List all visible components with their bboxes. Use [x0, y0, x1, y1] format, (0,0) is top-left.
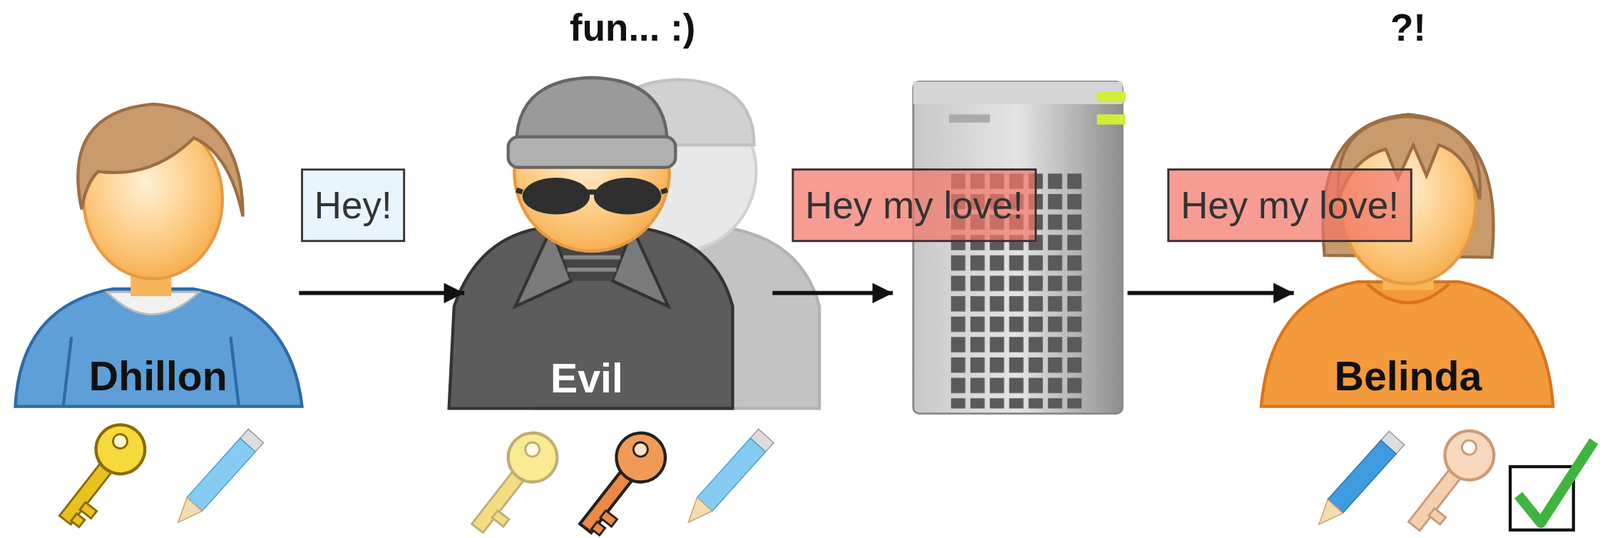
check-box-part: [1518, 440, 1595, 522]
key-icon-part: [86, 414, 155, 483]
person-name: Dhillon: [14, 352, 301, 400]
person-figure-part: [563, 257, 621, 270]
person-figure-part: [1367, 283, 1449, 303]
key-icon: [1394, 420, 1504, 538]
mood-label: fun... :): [464, 4, 801, 53]
person-figure-part: [77, 104, 243, 217]
pencil-icon: [680, 428, 774, 529]
check-box: [1510, 440, 1594, 530]
person-node: ?!Belinda: [1294, 101, 1554, 408]
server-node: [892, 81, 1128, 413]
person-node: fun... :)Evil: [464, 76, 773, 413]
pencil-icon-part: [186, 437, 256, 511]
server-figure-part: [949, 114, 990, 122]
pencil-icon-part: [170, 496, 202, 530]
key-icon-part: [606, 422, 676, 492]
person-figure-part: [14, 288, 302, 407]
pencil-icon: [170, 428, 264, 529]
pencil-icon-part: [1311, 499, 1343, 532]
server-figure-part: [913, 81, 1123, 413]
forged-message: Hey my love!: [1167, 168, 1412, 242]
key-icon-part: [491, 509, 510, 526]
key-icon-part: [1428, 508, 1446, 525]
forged-message: Hey my love!: [792, 168, 1037, 242]
message-arrow: [298, 290, 465, 296]
person-figure-part: [1261, 281, 1553, 407]
person-figure: [449, 77, 733, 409]
key-icon-part: [71, 513, 85, 527]
person-figure: [14, 104, 302, 407]
key-icon: [457, 422, 567, 538]
person-figure: [1261, 114, 1553, 406]
message-arrow: [1127, 290, 1294, 296]
key-icon-part: [1458, 437, 1479, 458]
person-name: Evil: [464, 354, 709, 402]
pencil-icon-part: [697, 437, 766, 511]
server-figure: [913, 81, 1126, 413]
key-icon-part: [79, 501, 97, 518]
key-icon-part: [498, 422, 567, 492]
message-arrow: [772, 290, 893, 296]
server-figure-part: [913, 81, 1123, 104]
key-icon-part: [630, 439, 651, 460]
person-node: Dhillon: [14, 101, 299, 408]
person-figure-part: [522, 177, 590, 215]
key-icon-part: [1435, 420, 1504, 490]
server-figure-part: [1096, 91, 1126, 102]
plain-message: Hey!: [300, 168, 405, 242]
person-name: Belinda: [1294, 352, 1523, 400]
key-icon-part: [600, 509, 618, 526]
key-icon: [566, 422, 676, 538]
person-figure-part: [508, 136, 676, 168]
person-figure-part: [516, 189, 668, 192]
key-icon-part: [522, 439, 543, 460]
pencil-icon-part: [680, 496, 713, 530]
key-icon: [45, 414, 155, 535]
server-figure-part: [1096, 114, 1126, 125]
mood-label: ?!: [1294, 4, 1523, 53]
pencil-icon-part: [1327, 439, 1397, 513]
person-figure-part: [449, 226, 733, 409]
person-figure-part: [593, 177, 661, 215]
key-icon-part: [109, 430, 130, 451]
pencil-icon: [1311, 430, 1404, 531]
key-icon-part: [591, 521, 605, 535]
person-figure-part: [516, 77, 668, 145]
